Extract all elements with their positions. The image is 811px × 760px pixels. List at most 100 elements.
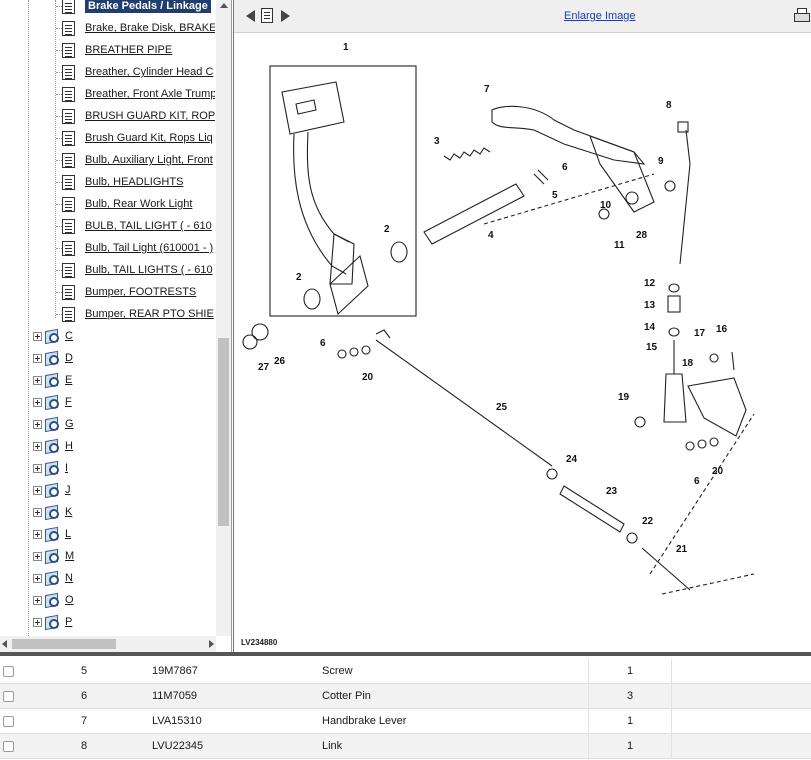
scroll-right-icon[interactable] bbox=[209, 640, 214, 648]
expand-icon[interactable] bbox=[33, 331, 42, 341]
tree-group-m[interactable]: M bbox=[33, 545, 74, 567]
callout-2[interactable]: 2 bbox=[384, 224, 390, 235]
tree-group-e[interactable]: E bbox=[33, 369, 72, 391]
row-checkbox[interactable] bbox=[3, 691, 14, 702]
tree-group-h[interactable]: H bbox=[33, 435, 73, 457]
callout-25[interactable]: 25 bbox=[496, 402, 508, 413]
tree-group-l[interactable]: L bbox=[33, 523, 71, 545]
tree-node[interactable]: Breather, Front Axle Trump bbox=[56, 83, 215, 105]
callout-15[interactable]: 15 bbox=[646, 342, 658, 353]
callout-27[interactable]: 27 bbox=[258, 362, 270, 373]
tree-group-k[interactable]: K bbox=[33, 501, 72, 523]
tree-group-f[interactable]: F bbox=[33, 391, 72, 413]
callout-7[interactable]: 7 bbox=[484, 84, 490, 95]
callout-18[interactable]: 18 bbox=[682, 358, 694, 369]
expand-icon[interactable] bbox=[33, 551, 42, 561]
page-icon[interactable] bbox=[261, 8, 273, 23]
table-row[interactable]: 5 19M7867 Screw 1 bbox=[0, 659, 811, 684]
scroll-thumb[interactable] bbox=[12, 639, 116, 649]
scroll-left-icon[interactable] bbox=[2, 640, 7, 648]
callout-19[interactable]: 19 bbox=[618, 392, 630, 403]
row-checkbox[interactable] bbox=[3, 716, 14, 727]
next-arrow-icon[interactable] bbox=[279, 8, 293, 23]
callout-9[interactable]: 9 bbox=[658, 156, 664, 167]
callout-10[interactable]: 10 bbox=[600, 200, 612, 211]
row-checkbox[interactable] bbox=[3, 741, 14, 752]
tree-node[interactable]: Bulb, TAIL LIGHTS ( - 610 bbox=[56, 259, 215, 281]
tree-node[interactable]: Brake, Brake Disk, BRAKE bbox=[56, 17, 215, 39]
tree-group-c[interactable]: C bbox=[33, 325, 73, 347]
tree-node[interactable]: BRUSH GUARD KIT, ROP bbox=[56, 105, 215, 127]
expand-icon[interactable] bbox=[33, 485, 42, 495]
callout-13[interactable]: 13 bbox=[644, 300, 656, 311]
expand-icon[interactable] bbox=[33, 419, 42, 429]
expand-icon[interactable] bbox=[33, 617, 42, 627]
tree-node[interactable]: Bulb, Auxiliary Light, Front bbox=[56, 149, 215, 171]
tree-node[interactable]: Bumper, REAR PTO SHIE bbox=[56, 303, 215, 325]
tree-group-g[interactable]: G bbox=[33, 413, 74, 435]
scroll-thumb[interactable] bbox=[218, 338, 229, 526]
scroll-up-icon[interactable] bbox=[220, 3, 228, 8]
viewer-toolbar: Enlarge Image bbox=[234, 0, 811, 33]
print-icon[interactable] bbox=[794, 8, 810, 22]
callout-5[interactable]: 5 bbox=[552, 190, 558, 201]
table-row[interactable]: 8 LVU22345 Link 1 bbox=[0, 734, 811, 759]
expand-icon[interactable] bbox=[33, 397, 42, 407]
callout-14[interactable]: 14 bbox=[644, 322, 656, 333]
previous-arrow-icon[interactable] bbox=[244, 8, 258, 23]
table-row[interactable]: 6 11M7059 Cotter Pin 3 bbox=[0, 684, 811, 709]
callout-23[interactable]: 23 bbox=[606, 486, 618, 497]
tree-node[interactable]: Bumper, FOOTRESTS bbox=[56, 281, 215, 303]
callout-20b[interactable]: 20 bbox=[712, 466, 724, 477]
enlarge-image-link[interactable]: Enlarge Image bbox=[564, 10, 636, 22]
row-checkbox[interactable] bbox=[3, 666, 14, 677]
callout-16[interactable]: 16 bbox=[716, 324, 728, 335]
tree-group-d[interactable]: D bbox=[33, 347, 73, 369]
callout-6c[interactable]: 6 bbox=[694, 476, 700, 487]
expand-icon[interactable] bbox=[33, 463, 42, 473]
tree-horizontal-scrollbar[interactable] bbox=[0, 636, 216, 652]
callout-8[interactable]: 8 bbox=[666, 100, 672, 111]
callout-1[interactable]: 1 bbox=[343, 42, 349, 53]
expand-icon[interactable] bbox=[33, 573, 42, 583]
tree-group-n[interactable]: N bbox=[33, 567, 73, 589]
tree-node[interactable]: BREATHER PIPE bbox=[56, 39, 215, 61]
callout-17[interactable]: 17 bbox=[694, 328, 706, 339]
tree-group-i[interactable]: I bbox=[33, 457, 68, 479]
tree-group-j[interactable]: J bbox=[33, 479, 71, 501]
callout-22[interactable]: 22 bbox=[642, 516, 654, 527]
tree-node-label: Brush Guard Kit, Rops Liq bbox=[85, 132, 213, 144]
tree-group-p[interactable]: P bbox=[33, 611, 72, 633]
callout-11[interactable]: 11 bbox=[614, 240, 625, 251]
callout-26[interactable]: 26 bbox=[274, 356, 286, 367]
expand-icon[interactable] bbox=[33, 595, 42, 605]
callout-6[interactable]: 6 bbox=[562, 162, 568, 173]
tree-node[interactable]: Bulb, Tail Light (610001 - ) bbox=[56, 237, 215, 259]
callout-21[interactable]: 21 bbox=[676, 544, 688, 555]
callout-28[interactable]: 28 bbox=[636, 230, 648, 241]
callout-3[interactable]: 3 bbox=[434, 136, 440, 147]
parts-diagram[interactable]: 1 2 2 3 4 5 6 6 6 7 8 9 10 11 12 13 14 bbox=[234, 34, 811, 652]
expand-icon[interactable] bbox=[33, 441, 42, 451]
tree-node[interactable]: Brush Guard Kit, Rops Liq bbox=[56, 127, 215, 149]
washer-20b bbox=[349, 347, 359, 357]
expand-icon[interactable] bbox=[33, 507, 42, 517]
tree-node-selected[interactable]: Brake Pedals / Linkage bbox=[56, 0, 211, 17]
expand-icon[interactable] bbox=[33, 529, 42, 539]
tree-group-o[interactable]: O bbox=[33, 589, 74, 611]
expand-icon[interactable] bbox=[33, 375, 42, 385]
pane-splitter[interactable] bbox=[0, 652, 811, 656]
callout-2b[interactable]: 2 bbox=[296, 272, 302, 283]
tree-vertical-scrollbar[interactable] bbox=[216, 0, 231, 636]
tree-node[interactable]: BULB, TAIL LIGHT ( - 610 bbox=[56, 215, 215, 237]
tree-node[interactable]: Breather, Cylinder Head C bbox=[56, 61, 215, 83]
table-row[interactable]: 7 LVA15310 Handbrake Lever 1 bbox=[0, 709, 811, 734]
expand-icon[interactable] bbox=[33, 353, 42, 363]
callout-12[interactable]: 12 bbox=[644, 278, 656, 289]
callout-4[interactable]: 4 bbox=[488, 230, 494, 241]
callout-20[interactable]: 20 bbox=[362, 372, 374, 383]
callout-6b[interactable]: 6 bbox=[320, 338, 326, 349]
tree-node[interactable]: Bulb, Rear Work Light bbox=[56, 193, 215, 215]
callout-24[interactable]: 24 bbox=[566, 454, 578, 465]
tree-node[interactable]: Bulb, HEADLIGHTS bbox=[56, 171, 215, 193]
